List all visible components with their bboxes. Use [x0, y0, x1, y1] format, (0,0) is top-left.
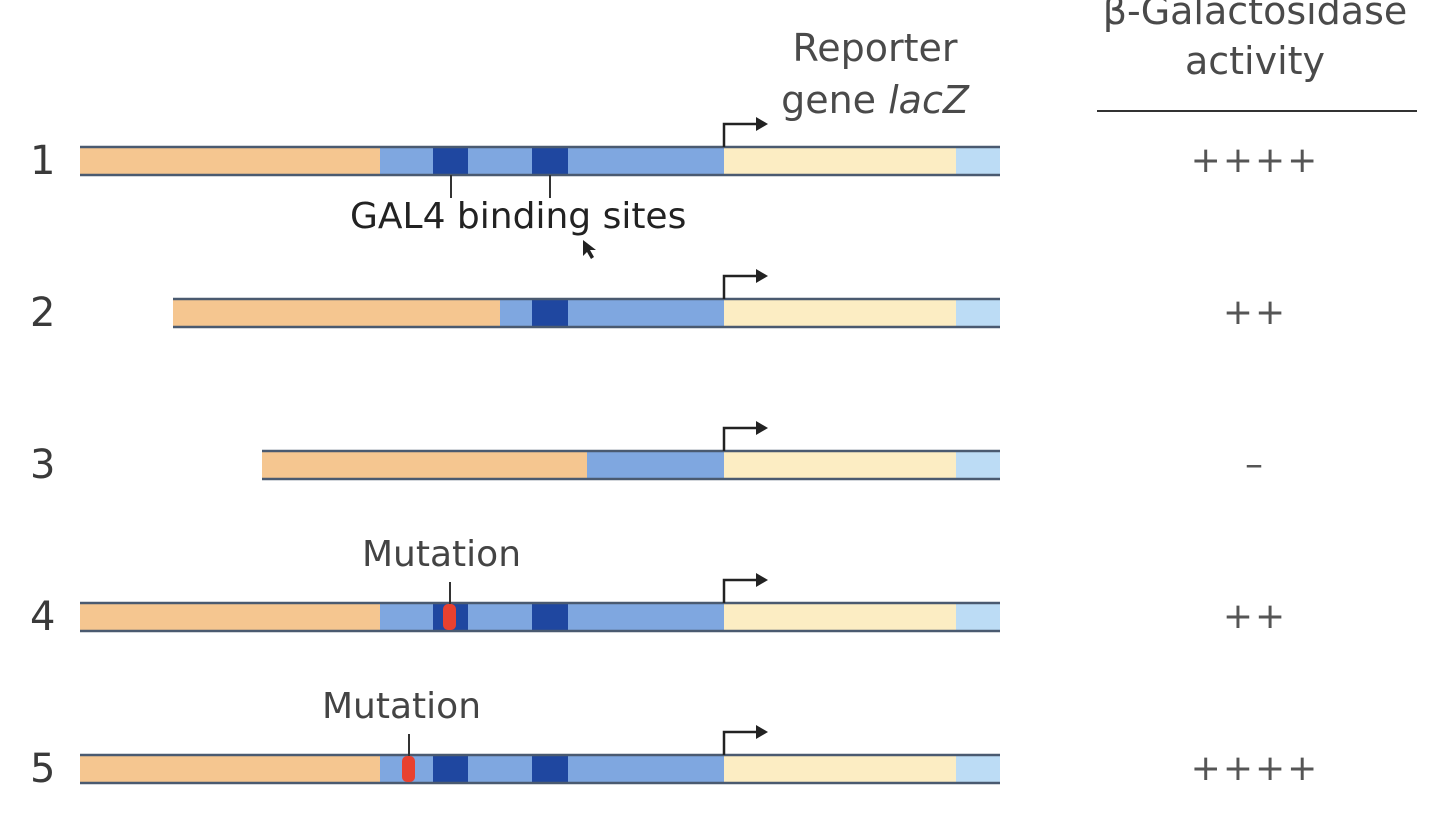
- mouse-cursor-icon: [583, 240, 596, 259]
- gal4-binding-site: [532, 147, 568, 175]
- row-number-3: 3: [30, 442, 56, 488]
- reporter-header-prefix: gene: [781, 78, 889, 122]
- binding-sites-label: GAL4 binding sites: [350, 196, 687, 237]
- row-number-1: 1: [30, 138, 56, 184]
- reporter-gene-header: Reporter gene lacZ: [760, 22, 990, 126]
- tail-region: [956, 755, 1000, 783]
- transcription-start-arrow: [722, 274, 760, 299]
- reporter-header-line2: gene lacZ: [760, 74, 990, 126]
- upstream-region: [80, 755, 380, 783]
- activity-header: β-Galactosidase activity: [1080, 0, 1430, 86]
- activity-value-3: –: [1245, 444, 1265, 485]
- reporter-gene-region: [724, 147, 956, 175]
- mutation-mark: [402, 756, 415, 782]
- construct-row-2: [173, 269, 1000, 329]
- mutation-label-row4: Mutation: [362, 534, 522, 575]
- reporter-gene-region: [724, 603, 956, 631]
- upstream-region: [262, 451, 587, 479]
- transcription-start-arrow: [722, 730, 760, 755]
- upstream-region: [80, 147, 380, 175]
- activity-header-line2: activity: [1184, 39, 1326, 83]
- activity-value-2: ++: [1222, 292, 1288, 333]
- transcription-start-arrow: [722, 122, 760, 147]
- activity-header-line1: β-Galactosidase: [1102, 0, 1408, 33]
- gal4-binding-site: [532, 603, 568, 631]
- tail-region: [956, 147, 1000, 175]
- mutation-mark: [443, 604, 456, 630]
- tail-region: [956, 451, 1000, 479]
- gal4-binding-site: [433, 147, 468, 175]
- arrowhead: [756, 269, 768, 283]
- reporter-gene-region: [724, 299, 956, 327]
- arrowhead: [756, 725, 768, 739]
- activity-value-5: ++++: [1190, 748, 1320, 789]
- construct-row-5: [80, 725, 1000, 785]
- row-number-5: 5: [30, 746, 56, 792]
- upstream-region: [80, 603, 380, 631]
- tail-region: [956, 299, 1000, 327]
- activity-value-4: ++: [1222, 596, 1288, 637]
- construct-row-3: [262, 421, 1000, 481]
- activity-value-1: ++++: [1190, 140, 1320, 181]
- reporter-gene-region: [724, 451, 956, 479]
- upstream-region: [173, 299, 500, 327]
- activity-header-rule: [1097, 110, 1417, 112]
- gal4-binding-site: [433, 755, 468, 783]
- construct-row-4: [80, 573, 1000, 633]
- reporter-gene-region: [724, 755, 956, 783]
- row-number-2: 2: [30, 290, 56, 336]
- arrowhead: [756, 573, 768, 587]
- arrowhead: [756, 421, 768, 435]
- mutation-label-row5: Mutation: [322, 686, 482, 727]
- gal4-binding-site: [532, 755, 568, 783]
- transcription-start-arrow: [722, 578, 760, 603]
- row-number-4: 4: [30, 594, 56, 640]
- gal4-binding-site: [532, 299, 568, 327]
- transcription-start-arrow: [722, 426, 760, 451]
- reporter-header-gene: lacZ: [888, 78, 969, 122]
- reporter-header-line1: Reporter: [792, 26, 958, 70]
- construct-row-1: [80, 117, 1000, 198]
- tail-region: [956, 603, 1000, 631]
- promoter-region: [587, 451, 724, 479]
- arrowhead: [756, 117, 768, 131]
